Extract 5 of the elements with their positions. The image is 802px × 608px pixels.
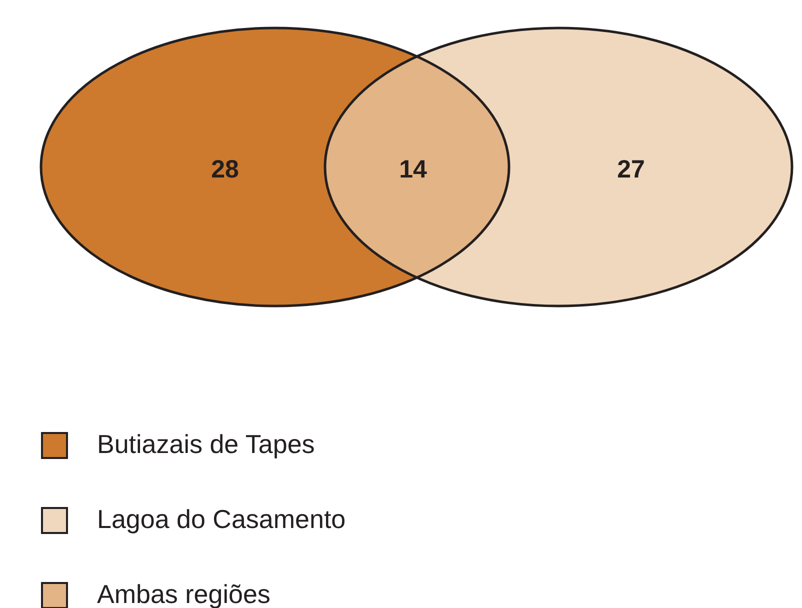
count-label: 14 [399,156,427,184]
legend-label: Butiazais de Tapes [97,429,315,459]
legend-label: Lagoa do Casamento [97,504,346,534]
count-label: 28 [211,156,239,184]
count-label: 27 [617,156,645,184]
